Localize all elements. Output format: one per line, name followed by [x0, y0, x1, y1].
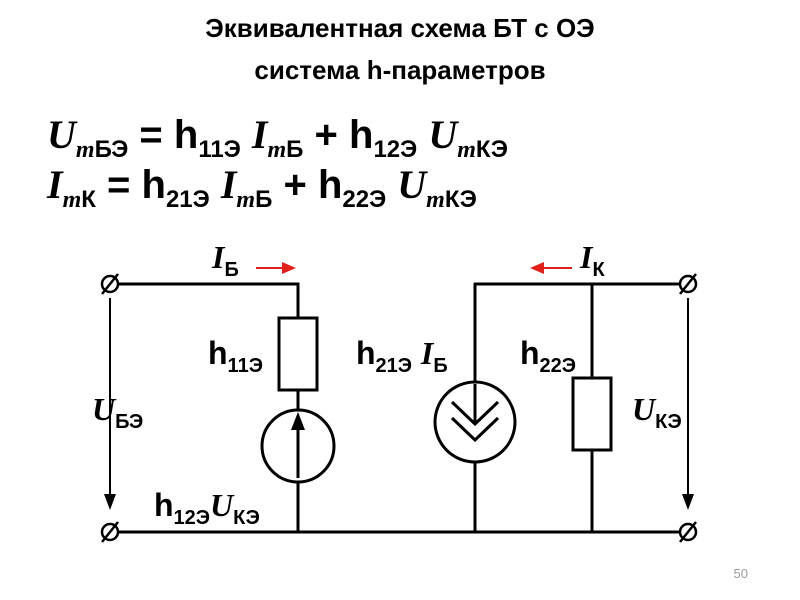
- title-line-2: система h-параметров: [254, 55, 546, 85]
- eq2-t1-sub-m: m: [236, 187, 256, 213]
- terminal-bottom-left: [100, 521, 120, 543]
- eq1-t1-sub-m: m: [267, 137, 287, 163]
- eq2-lhs-var: I: [47, 162, 63, 207]
- ube-arrow-head: [104, 494, 116, 510]
- eq2-t2-coef: h: [317, 163, 343, 207]
- eq1-equals: =: [128, 113, 174, 157]
- label-h22: h22Э: [520, 335, 577, 377]
- eq2-t2-sub: КЭ: [444, 186, 477, 213]
- label-ib: IБ: [212, 239, 239, 281]
- eq1-t1-sub: Б: [286, 136, 304, 163]
- equation-1: UmБЭ = h11Э ImБ + h12Э UmКЭ: [47, 112, 508, 164]
- eq1-t1-coef: h: [173, 113, 199, 157]
- eq1-t2-coef-sub: 12Э: [373, 136, 418, 163]
- eq1-t1-coef-sub: 11Э: [198, 136, 241, 163]
- eq2-t2-coef-sub: 22Э: [342, 186, 387, 213]
- equation-2: ImК = h21Э ImБ + h22Э UmКЭ: [47, 162, 477, 214]
- eq1-lhs-var: U: [47, 112, 76, 157]
- eq2-t1-var: I: [220, 162, 237, 207]
- label-ik: IК: [580, 239, 605, 281]
- label-h21: h21Э IБ: [356, 335, 448, 377]
- ik-arrow-head: [530, 262, 544, 274]
- eq2-t1-coef-sub: 21Э: [165, 186, 210, 213]
- terminal-bottom-right: [678, 521, 698, 543]
- title-line-1: Эквивалентная схема БТ с ОЭ: [205, 13, 595, 43]
- voltage-source-arrow-head: [291, 412, 305, 430]
- label-h12: h12ЭUКЭ: [154, 487, 260, 529]
- terminal-top-right: [678, 273, 698, 295]
- eq1-lhs-sub-m: m: [75, 137, 95, 163]
- eq2-t1-coef: h: [141, 163, 166, 207]
- terminal-top-left: [100, 273, 120, 295]
- ib-arrow-head: [282, 262, 296, 274]
- eq1-t2-sub: КЭ: [475, 136, 508, 163]
- label-ube: UБЭ: [92, 391, 144, 433]
- label-h11: h11Э: [208, 335, 263, 377]
- eq1-t2-sub-m: m: [457, 137, 476, 163]
- eq1-t2-coef: h: [349, 113, 374, 157]
- eq2-lhs-sub-m: m: [62, 187, 82, 213]
- eq2-plus: +: [272, 163, 318, 207]
- eq1-plus: +: [303, 113, 349, 157]
- h22-resistor: [571, 376, 613, 452]
- eq2-lhs-sub: К: [81, 186, 96, 213]
- eq2-t2-sub-m: m: [426, 187, 445, 213]
- eq1-t1-var: I: [251, 112, 268, 157]
- label-uke: UКЭ: [632, 391, 682, 433]
- wire-top-left: [116, 282, 300, 320]
- eq2-t2-var: U: [397, 162, 427, 207]
- current-source-chevron-1: [450, 416, 500, 443]
- uke-arrow-head: [682, 494, 694, 510]
- eq1-lhs-sub: БЭ: [94, 136, 129, 163]
- eq2-t1-sub: Б: [255, 186, 273, 213]
- page-number: 50: [733, 566, 748, 581]
- h11-resistor: [277, 316, 319, 392]
- eq2-equals: =: [95, 163, 142, 207]
- eq1-t2-var: U: [428, 112, 458, 157]
